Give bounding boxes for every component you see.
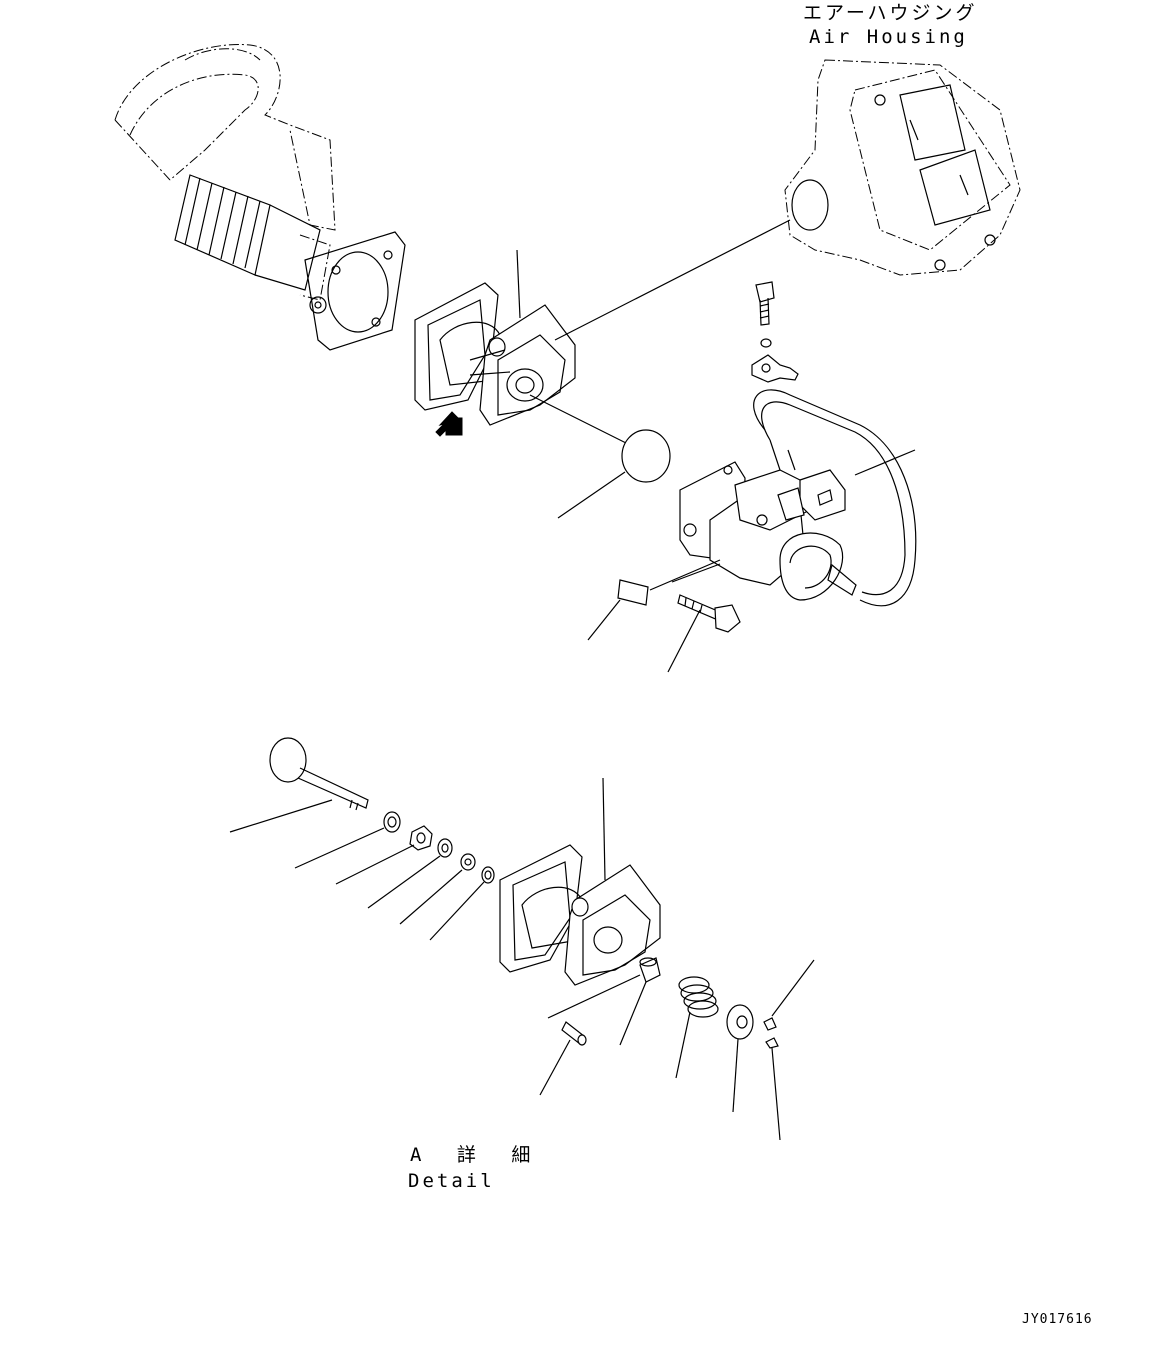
- leader-line: [602, 777, 606, 881]
- leader-line: [649, 559, 721, 591]
- drawing-code: JY017616: [1022, 1312, 1093, 1327]
- egr-valve-body-upper: [414, 282, 576, 426]
- air-housing-label-en: Air Housing: [809, 26, 968, 48]
- valve-spring: [678, 976, 719, 1018]
- bellows-section: [174, 174, 321, 291]
- leader-line: [587, 599, 621, 641]
- leader-line: [539, 1039, 571, 1096]
- air-housing-label-ja: エアーハウジング: [803, 2, 978, 24]
- leader-line: [771, 1047, 781, 1141]
- pipe-flange: [304, 231, 406, 351]
- leader-line: [294, 827, 385, 869]
- leader-line: [547, 974, 641, 1019]
- leader-line: [229, 799, 333, 833]
- leader-line: [335, 844, 415, 885]
- view-arrow-icon: [435, 411, 463, 437]
- air-housing-phantom: [784, 59, 1021, 276]
- detail-label-en: Detail: [408, 1170, 495, 1192]
- leader-line: [619, 981, 647, 1046]
- bolt-and-washer: [751, 281, 799, 383]
- valve-keepers: [763, 1017, 779, 1049]
- leader-line: [429, 881, 485, 941]
- leader-line: [557, 471, 626, 519]
- spring-retainer: [726, 1004, 754, 1040]
- valve-stem: [269, 737, 369, 811]
- leader-line: [771, 959, 815, 1017]
- leader-line: [367, 855, 441, 909]
- gasket: [621, 429, 671, 483]
- seal-and-nuts: [383, 811, 495, 884]
- exhaust-pipe-phantom: [114, 43, 406, 351]
- egr-valve-body-detail: [499, 844, 661, 986]
- nameplate: [617, 579, 649, 606]
- detail-label-ja: A 詳 細: [410, 1144, 543, 1166]
- leader-line: [554, 219, 791, 341]
- leader-line: [529, 394, 641, 451]
- guide-pin: [561, 1021, 587, 1046]
- leader-line: [732, 1038, 739, 1113]
- mounting-bolt: [667, 563, 741, 673]
- egr-valve-actuator: [679, 389, 917, 607]
- leader-line: [675, 1011, 691, 1079]
- valve-guide: [639, 957, 661, 983]
- leader-line: [399, 869, 463, 925]
- leader-line: [516, 249, 521, 319]
